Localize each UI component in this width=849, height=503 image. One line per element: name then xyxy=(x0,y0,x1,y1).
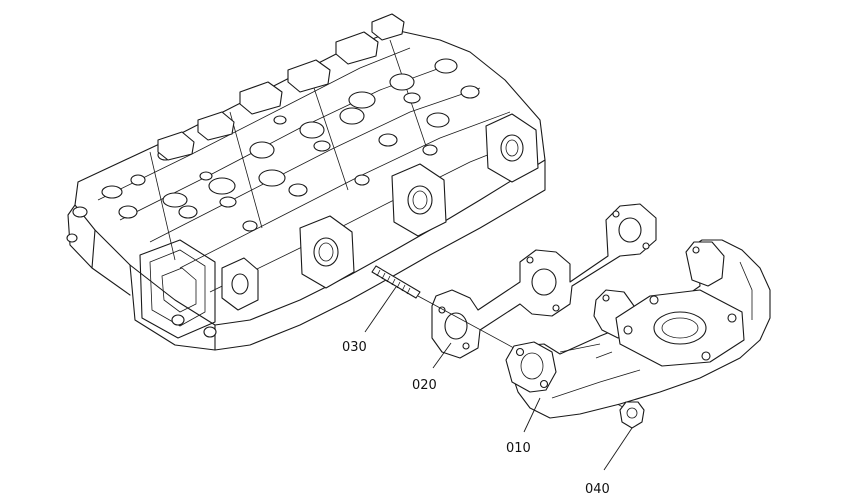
callout-010: 010 xyxy=(506,441,531,456)
callout-030: 030 xyxy=(342,340,367,355)
rocker-pads xyxy=(157,13,405,161)
callout-020: 020 xyxy=(412,378,437,393)
exhaust-port-flanges xyxy=(221,113,539,311)
head-bolt-holes xyxy=(66,206,217,338)
flange-nut xyxy=(619,401,645,429)
cylinder-head xyxy=(66,13,546,351)
callout-labels: 030 020 010 040 xyxy=(342,340,610,497)
leader-lines xyxy=(364,286,633,471)
exhaust-gasket xyxy=(431,203,657,359)
valve-ports xyxy=(101,58,480,232)
callout-040: 040 xyxy=(585,482,610,497)
exhaust-manifold xyxy=(505,239,771,419)
